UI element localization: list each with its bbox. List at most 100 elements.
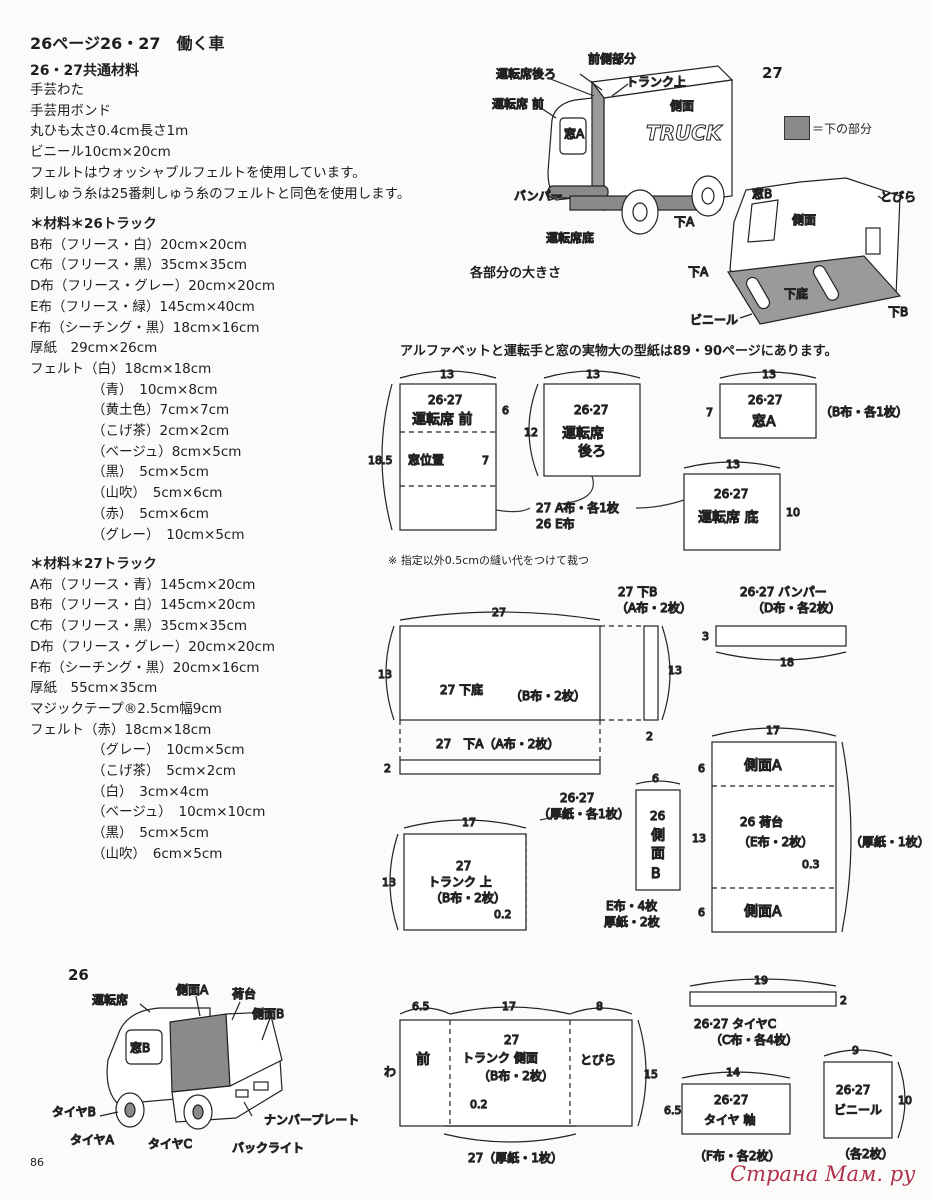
felt-item: （白） 3cm×4cm	[92, 783, 209, 800]
piece-bed	[711, 727, 852, 933]
seat-note: 27 A布・各1枚	[536, 500, 619, 515]
dim-seat-bottom-w: 13	[726, 458, 740, 471]
piece-seat-back	[528, 370, 641, 477]
material-item: フェルト（白）18cm×18cm	[30, 360, 212, 377]
material-item: フェルトはウォッシャブルフェルトを使用しています。	[30, 164, 366, 181]
dim-bumper-h: 3	[702, 630, 709, 643]
dim-vinyl-h: 10	[898, 1094, 912, 1107]
tire-c-note: （C布・各4枚）	[710, 1032, 798, 1047]
felt-item: （グレー） 10cm×5cm	[92, 526, 245, 543]
label-window-a: 窓A	[564, 126, 585, 141]
piece-window-a	[719, 371, 817, 439]
material-item: D布（フリース・グレー）20cm×20cm	[30, 278, 276, 295]
dim-under-a-h: 2	[384, 762, 391, 775]
label-window-b-26: 窓B	[130, 1040, 150, 1055]
felt-item: （青） 10cm×8cm	[92, 381, 218, 398]
materials-27-list: ＊材料＊27トラック A布（フリース・青）145cm×20cm B布（フリース・…	[30, 548, 275, 865]
illustration-26-label: 26	[68, 966, 89, 984]
label-door: とびら	[880, 190, 916, 204]
side-b-char1: 側	[651, 828, 665, 844]
side-b-char2: 面	[651, 846, 665, 862]
felt-item: （ベージュ）8cm×5cm	[92, 443, 242, 460]
tire-c-name: 26·27 タイヤC	[694, 1017, 776, 1031]
cardboard-note: （厚紙・各1枚）	[538, 806, 630, 821]
seat-front-code: 26·27	[428, 393, 462, 407]
material-item: F布（シーチング・黒）20cm×16cm	[30, 659, 260, 676]
material-item: E布（フリース・緑）145cm×40cm	[30, 298, 255, 315]
label-vinyl: ビニール	[690, 313, 738, 327]
label-bumper: バンパー	[514, 189, 563, 203]
under-bottom-note: （B布・2枚）	[510, 688, 586, 703]
material-item: B布（フリース・白）145cm×20cm	[30, 597, 256, 614]
trunk-top-name1: 27	[456, 859, 471, 873]
felt-item: （ベージュ） 10cm×10cm	[92, 804, 266, 821]
dim-trunk-side-w1: 6.5	[412, 1000, 430, 1013]
label-under-bottom: 下底	[784, 286, 808, 301]
under-a-name: 27 下A（A布・2枚）	[436, 736, 559, 751]
dim-trunk-top-m: 0.2	[494, 908, 512, 921]
window-a-name: 窓A	[752, 413, 776, 430]
dim-trunk-side-w3: 8	[596, 1000, 603, 1013]
dim-tire-c-w: 19	[754, 974, 768, 987]
label-seat-back: 運転席後ろ	[496, 66, 556, 81]
dim-seat-bottom-h: 10	[786, 506, 800, 519]
label-seat-front: 運転席 前	[492, 96, 544, 111]
legend-swatch	[784, 116, 810, 140]
piece-seat-bottom	[683, 461, 781, 551]
material-item: C布（フリース・黒）35cm×35cm	[30, 257, 248, 274]
material-item: 厚紙 55cm×35cm	[30, 680, 158, 697]
material-item: B布（フリース・白）20cm×20cm	[30, 236, 247, 253]
seat-note-2: 26 E布	[536, 517, 575, 531]
seat-front-window-pos: 窓位置	[408, 452, 444, 467]
dim-window-a-w: 13	[762, 368, 776, 381]
piece-under-bottom	[385, 611, 644, 760]
label-side-b: 側面	[792, 213, 816, 227]
piece-under-a	[399, 759, 601, 775]
felt-item: （山吹） 6cm×5cm	[92, 845, 223, 862]
felt-item: （グレー） 10cm×5cm	[92, 742, 245, 759]
bed-note: （厚紙・1枚）	[850, 834, 930, 849]
piece-vinyl	[823, 1049, 906, 1139]
material-item: マジックテープ®2.5cm幅9cm	[30, 700, 222, 717]
side-b-note1: E布・4枚	[606, 898, 657, 913]
dim-under-b-w: 2	[646, 730, 653, 743]
material-item: ビニール10cm×20cm	[30, 144, 171, 161]
dim-seat-back-w: 13	[586, 368, 600, 381]
label-driver-seat: 運転席	[92, 992, 128, 1007]
material-item: A布（フリース・青）145cm×20cm	[30, 576, 256, 593]
piece-bumper	[715, 625, 847, 661]
dim-under-b-h: 13	[668, 664, 682, 677]
material-item: フェルト（赤）18cm×18cm	[30, 721, 212, 738]
label-trunk-top: トランク上	[626, 75, 686, 89]
trunk-top-note: （B布・2枚）	[430, 890, 506, 905]
truck-27-front-illustration: TRUCK	[534, 65, 734, 235]
dim-seat-front-d2: 7	[482, 454, 489, 467]
vinyl-name1: 26·27	[836, 1083, 870, 1097]
seam-allowance-note: ※ 指定以外0.5cmの縫い代をつけて裁つ	[388, 554, 589, 567]
dim-seat-front-d1: 6	[502, 404, 509, 417]
bumper-note: （D布・各2枚）	[752, 600, 841, 615]
piece-tire-c	[689, 978, 837, 1007]
vinyl-note: （各2枚）	[838, 1146, 894, 1161]
page-number: 86	[30, 1156, 44, 1169]
felt-item: （こげ茶） 5cm×2cm	[92, 763, 236, 780]
label-back-light: バックライト	[232, 1141, 304, 1155]
dim-bumper-w: 18	[780, 656, 794, 669]
dim-trunk-side-h: 15	[644, 1068, 658, 1081]
label-number-plate: ナンバープレート	[264, 1113, 359, 1127]
material-item: 手芸用ボンド	[30, 102, 111, 119]
trunk-side-right: とびら	[580, 1053, 616, 1067]
seat-back-name2: 後ろ	[578, 444, 606, 460]
truck-27-underside-illustration	[726, 177, 902, 325]
trunk-side-name2: トランク 側面	[462, 1051, 538, 1065]
svg-text:TRUCK: TRUCK	[646, 121, 723, 145]
dim-axle-w: 14	[726, 1066, 740, 1079]
bed-mid-label: 26 荷台	[740, 814, 783, 829]
seat-back-name: 運転席	[562, 426, 604, 442]
trunk-side-note2: 27（厚紙・1枚）	[468, 1150, 563, 1165]
label-tire-b: タイヤB	[52, 1105, 96, 1119]
dim-seat-front-w: 13	[440, 368, 454, 381]
material-item: C布（フリース・黒）35cm×35cm	[30, 618, 248, 635]
parts-size-heading: 各部分の大きさ	[470, 266, 562, 281]
piece-trunk-top	[389, 809, 573, 931]
